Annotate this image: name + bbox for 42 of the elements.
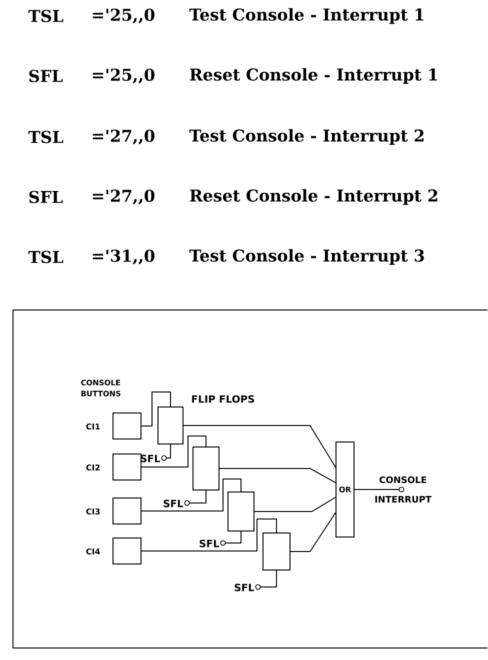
operand-value: ='31,,0: [92, 250, 154, 264]
mnemonic: SFL: [29, 70, 63, 82]
signal-label: SFL: [234, 584, 254, 592]
input-label: CI1: [86, 423, 100, 430]
description-text: Reset Console - Interrupt 2: [190, 189, 438, 205]
wire: [254, 496, 336, 512]
wire: [166, 444, 171, 458]
input-label: CI4: [86, 548, 100, 555]
wire: [182, 425, 336, 468]
mnemonic: TSL: [28, 250, 64, 264]
description-text: Test Console - Interrupt 3: [189, 249, 424, 265]
operand-value: ='27,,0: [92, 130, 154, 144]
operand-value: ='25,,0: [92, 68, 154, 84]
wire: [188, 490, 206, 504]
group-label: FLIP FLOPS: [192, 395, 254, 403]
wire: [140, 518, 277, 552]
mnemonic: SFL: [29, 190, 63, 204]
description-text: Test Console - Interrupt 2: [189, 129, 424, 145]
flip-flop-box: [228, 492, 254, 532]
wire: [218, 468, 336, 484]
output-terminal: CONSOLE INTERRUPT: [375, 476, 432, 503]
wire: [224, 530, 242, 544]
wire: [260, 570, 277, 588]
wire: [140, 478, 242, 512]
operand-value: ='27,,0: [92, 190, 154, 204]
flip-flop-box: [158, 406, 184, 444]
mnemonic: TSL: [28, 130, 64, 144]
wire: [354, 489, 400, 490]
mnemonic: TSL: [28, 10, 64, 22]
description-text: Test Console - Interrupt 1: [189, 8, 424, 24]
signal-label: SFL: [200, 540, 220, 548]
input-label: CI3: [86, 508, 100, 515]
wire: [140, 392, 171, 426]
description-text: Reset Console - Interrupt 1: [190, 68, 437, 84]
flip-flop-box: [192, 446, 220, 490]
signal-label: SFL: [164, 500, 184, 508]
signal-label: SFL: [140, 454, 160, 462]
input-label: CI2: [86, 464, 100, 471]
operand-value: ='25,,0: [92, 8, 154, 24]
wire: [290, 512, 336, 552]
wire: [140, 436, 206, 468]
flip-flop-box: [262, 532, 290, 570]
